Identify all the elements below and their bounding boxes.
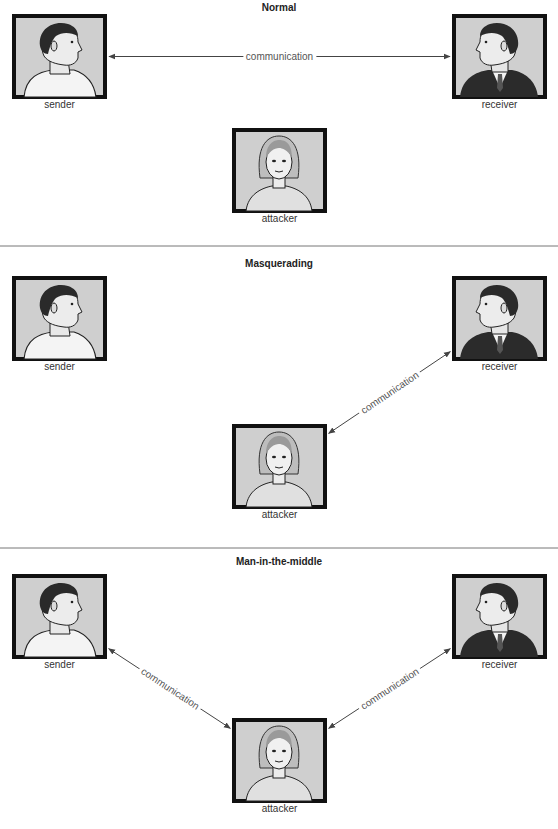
portrait-illustration (452, 14, 547, 99)
person-node: receiver (452, 14, 547, 111)
portrait-illustration (232, 424, 327, 509)
portrait-illustration (232, 128, 327, 213)
communication-arrow (109, 649, 231, 729)
portrait-illustration (452, 574, 547, 659)
edge-label: communication (356, 367, 423, 418)
panel-separator (0, 548, 558, 549)
person-node: attacker (232, 718, 327, 815)
person-label: attacker (232, 213, 327, 225)
person-node: sender (12, 574, 107, 671)
person-node: sender (12, 14, 107, 111)
person-label: attacker (232, 803, 327, 815)
person-node: receiver (452, 276, 547, 373)
portrait-illustration (12, 574, 107, 659)
communication-arrow (329, 352, 451, 434)
portrait-illustration (12, 276, 107, 361)
person-label: receiver (452, 659, 547, 671)
person-node: attacker (232, 424, 327, 521)
panel-title: Man-in-the-middle (236, 556, 322, 567)
portrait-illustration (452, 276, 547, 361)
panel-separator (0, 246, 558, 247)
person-label: attacker (232, 509, 327, 521)
person-label: sender (12, 361, 107, 373)
person-label: sender (12, 99, 107, 111)
portrait-illustration (12, 14, 107, 99)
person-label: receiver (452, 361, 547, 373)
person-node: receiver (452, 574, 547, 671)
edge-label: communication (356, 663, 424, 713)
edge-label: communication (243, 51, 316, 63)
person-node: attacker (232, 128, 327, 225)
panel-title: Normal (262, 2, 296, 13)
person-label: sender (12, 659, 107, 671)
person-node: sender (12, 276, 107, 373)
communication-arrow (329, 649, 451, 729)
edge-label: communication (136, 663, 204, 713)
portrait-illustration (232, 718, 327, 803)
panel-title: Masquerading (245, 258, 313, 269)
person-label: receiver (452, 99, 547, 111)
